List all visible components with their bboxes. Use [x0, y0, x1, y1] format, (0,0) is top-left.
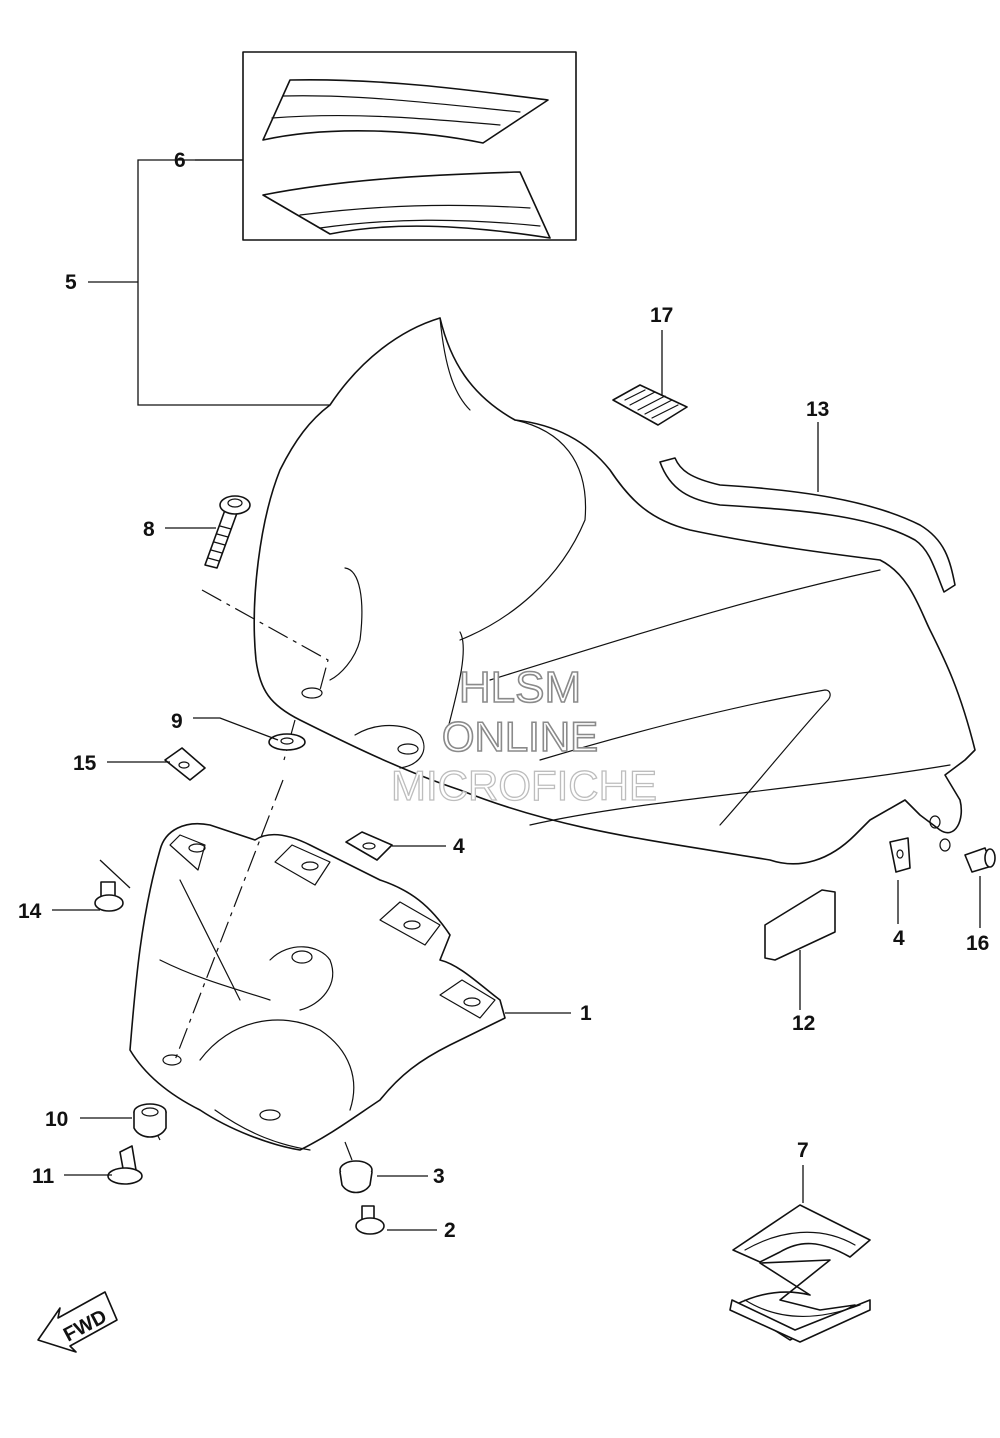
upper-cowl: [253, 317, 976, 865]
callout-7: 7: [797, 1139, 809, 1162]
callout-4-upper: 4: [453, 835, 465, 858]
nut-clip-15: [164, 747, 206, 781]
assembly-line-bolt: [201, 589, 329, 691]
grommet-3: [339, 1160, 373, 1194]
callout-11: 11: [32, 1165, 55, 1188]
callout-13: 13: [806, 398, 829, 421]
lower-cover: [129, 823, 506, 1151]
callout-5: 5: [65, 271, 77, 294]
callout-1: 1: [580, 1002, 592, 1025]
reflector-sticker: [612, 384, 688, 426]
watermark-line-3: MICROFICHE: [391, 762, 657, 809]
callout-6: 6: [174, 149, 186, 172]
screw-14: [94, 881, 124, 912]
bolt: [204, 495, 251, 569]
callout-15: 15: [73, 752, 97, 775]
callout-8: 8: [143, 518, 155, 541]
nut-clip-4-right: [889, 837, 911, 873]
rivet-clip-16: [964, 847, 996, 873]
callout-4-right: 4: [893, 927, 905, 950]
watermark-line-2: ONLINE: [442, 713, 598, 760]
decal-set-box: [242, 51, 577, 241]
callout-17: 17: [650, 304, 673, 327]
collar-11: [107, 1145, 143, 1185]
callout-12: 12: [792, 1012, 815, 1035]
watermark-line-1: HLSM: [459, 663, 581, 712]
callout-14: 14: [18, 900, 42, 923]
grommet-10: [133, 1103, 167, 1138]
callout-10: 10: [45, 1108, 68, 1131]
callout-16: 16: [966, 932, 989, 955]
callout-3: 3: [433, 1165, 445, 1188]
washer: [268, 733, 306, 751]
callout-2: 2: [444, 1219, 456, 1242]
nut-clip-4-upper: [345, 831, 393, 861]
pad-12: [764, 889, 836, 961]
trim-strip: [659, 457, 956, 593]
emblem-s: [729, 1204, 871, 1343]
fwd-arrow-badge: FWD: [37, 1291, 118, 1353]
callout-9: 9: [171, 710, 183, 733]
screw-2: [355, 1205, 385, 1235]
watermark: HLSM ONLINE MICROFICHE: [390, 662, 657, 809]
